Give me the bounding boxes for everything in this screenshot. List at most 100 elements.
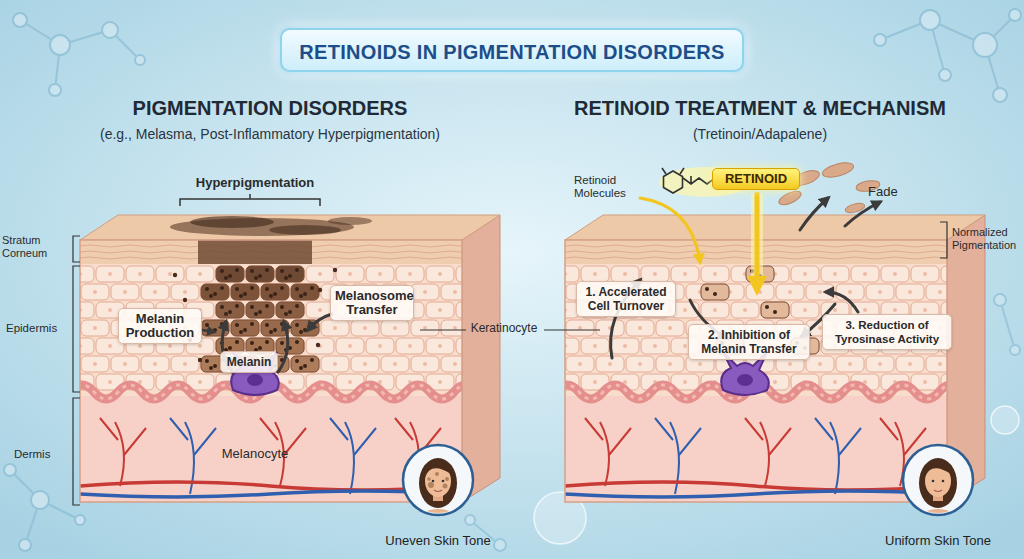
keratinocyte-cell bbox=[156, 266, 184, 282]
melanin-granule bbox=[250, 322, 254, 326]
keratinocyte-cell bbox=[941, 266, 947, 282]
melanin-granule bbox=[773, 310, 777, 314]
melanin-granule bbox=[228, 310, 232, 314]
melanocyte-nucleus bbox=[247, 374, 263, 386]
cell-nucleus bbox=[653, 272, 657, 276]
keratinocyte-cell bbox=[611, 266, 639, 282]
melanin-granule bbox=[265, 304, 269, 308]
keratinocyte-cell bbox=[186, 266, 214, 282]
label-box: 2. Inhibition of Melanin Transfer bbox=[688, 324, 810, 360]
keratinocyte-cell bbox=[641, 266, 669, 282]
leader-line bbox=[544, 329, 600, 330]
melanin-granule bbox=[258, 346, 262, 350]
artery bbox=[565, 482, 947, 490]
face-group bbox=[907, 458, 969, 517]
melanin-granule bbox=[295, 340, 299, 344]
block-side bbox=[462, 215, 500, 502]
pigmented-cell bbox=[201, 284, 229, 300]
layer-label: Epidermis bbox=[6, 322, 72, 335]
cell-nucleus bbox=[318, 272, 322, 276]
pigmented-cell bbox=[761, 302, 789, 318]
cell-nucleus bbox=[698, 362, 702, 366]
face-circle: Uneven Skin Tone bbox=[401, 443, 475, 517]
cell-nucleus bbox=[878, 290, 882, 294]
keratinocyte-cell bbox=[566, 356, 594, 372]
melanin-granule bbox=[250, 286, 254, 290]
melanin-granule bbox=[284, 276, 288, 280]
face-portrait bbox=[901, 443, 975, 517]
melanin-granule bbox=[173, 273, 177, 277]
arrow bbox=[845, 202, 880, 226]
melanin-granule bbox=[265, 340, 269, 344]
cell-nucleus bbox=[153, 362, 157, 366]
melanin-granule bbox=[228, 346, 232, 350]
cell-nucleus bbox=[108, 344, 112, 348]
eye bbox=[942, 480, 945, 483]
keratinocyte-cell bbox=[866, 356, 894, 372]
cell-nucleus bbox=[423, 362, 427, 366]
keratinocyte-cell bbox=[201, 284, 229, 300]
keratinocyte-cell bbox=[396, 338, 424, 354]
vein bbox=[565, 491, 947, 497]
melanin-granule bbox=[265, 323, 269, 327]
cell-nucleus bbox=[333, 362, 337, 366]
section-heading: PIGMENTATION DISORDERS bbox=[22, 95, 518, 121]
cell-nucleus bbox=[833, 308, 837, 312]
cell-nucleus bbox=[773, 380, 777, 384]
pigment-patch bbox=[198, 240, 312, 264]
keratinocyte-cell bbox=[836, 356, 864, 372]
keratinocyte-cell bbox=[441, 284, 462, 300]
keratinocyte-cell bbox=[456, 302, 462, 318]
keratinocyte-cell bbox=[231, 284, 259, 300]
cell-nucleus bbox=[683, 308, 687, 312]
keratinocyte-cell bbox=[80, 338, 94, 354]
pigment-spot bbox=[427, 477, 431, 481]
keratinocyte-cell bbox=[276, 266, 304, 282]
melanin-granule bbox=[295, 304, 299, 308]
melanin-granule bbox=[258, 310, 262, 314]
melanin-granule bbox=[235, 268, 239, 272]
pigment-spot bbox=[435, 472, 439, 476]
arrow bbox=[800, 198, 828, 230]
cell-nucleus bbox=[863, 308, 867, 312]
melanin-granule bbox=[205, 323, 209, 327]
cell-nucleus bbox=[348, 344, 352, 348]
layer-label: Stratum Corneum bbox=[2, 234, 66, 259]
melanin-granule bbox=[295, 287, 299, 291]
keratinocyte-cell bbox=[581, 338, 609, 354]
section-subtitle: (Tretinoin/Adapalene) bbox=[525, 125, 995, 143]
keratinocyte-cell bbox=[881, 266, 909, 282]
keratinocyte-cell bbox=[926, 356, 947, 372]
melanocyte-nucleus bbox=[737, 374, 753, 386]
melanin-granule bbox=[280, 305, 284, 309]
keratinocyte-cell bbox=[456, 266, 462, 282]
keratinocyte-cell bbox=[216, 302, 244, 318]
melanin-granule bbox=[220, 286, 224, 290]
melanin-granule bbox=[228, 274, 232, 278]
keratinocyte-cell bbox=[231, 320, 259, 336]
keratinocyte-cell bbox=[366, 338, 394, 354]
molecule-label: Retinoid Molecules bbox=[574, 174, 650, 200]
cell-nucleus bbox=[108, 308, 112, 312]
cell-nucleus bbox=[833, 380, 837, 384]
keratinocyte-cell bbox=[791, 302, 819, 318]
layer-label: Normalized Pigmentation bbox=[952, 226, 1022, 251]
keratinocyte-cell bbox=[321, 320, 349, 336]
arrow bbox=[755, 194, 760, 290]
keratinocyte-cell bbox=[806, 356, 834, 372]
skin-surface bbox=[565, 215, 985, 240]
shoulders bbox=[407, 509, 469, 517]
melanin-granule bbox=[269, 294, 273, 298]
melanin-granule bbox=[303, 292, 307, 296]
melanin-granule bbox=[224, 276, 228, 280]
effect-label: Fade bbox=[868, 185, 912, 200]
cell-nucleus bbox=[153, 290, 157, 294]
cell-nucleus bbox=[803, 272, 807, 276]
keratinocyte-cell bbox=[396, 266, 424, 282]
melanin-granule bbox=[250, 341, 254, 345]
keratinocyte-cell bbox=[456, 338, 462, 354]
melanin-granule bbox=[705, 287, 709, 291]
pigmented-cell bbox=[291, 284, 319, 300]
cell-nucleus bbox=[848, 290, 852, 294]
pigment-spot bbox=[428, 482, 434, 488]
